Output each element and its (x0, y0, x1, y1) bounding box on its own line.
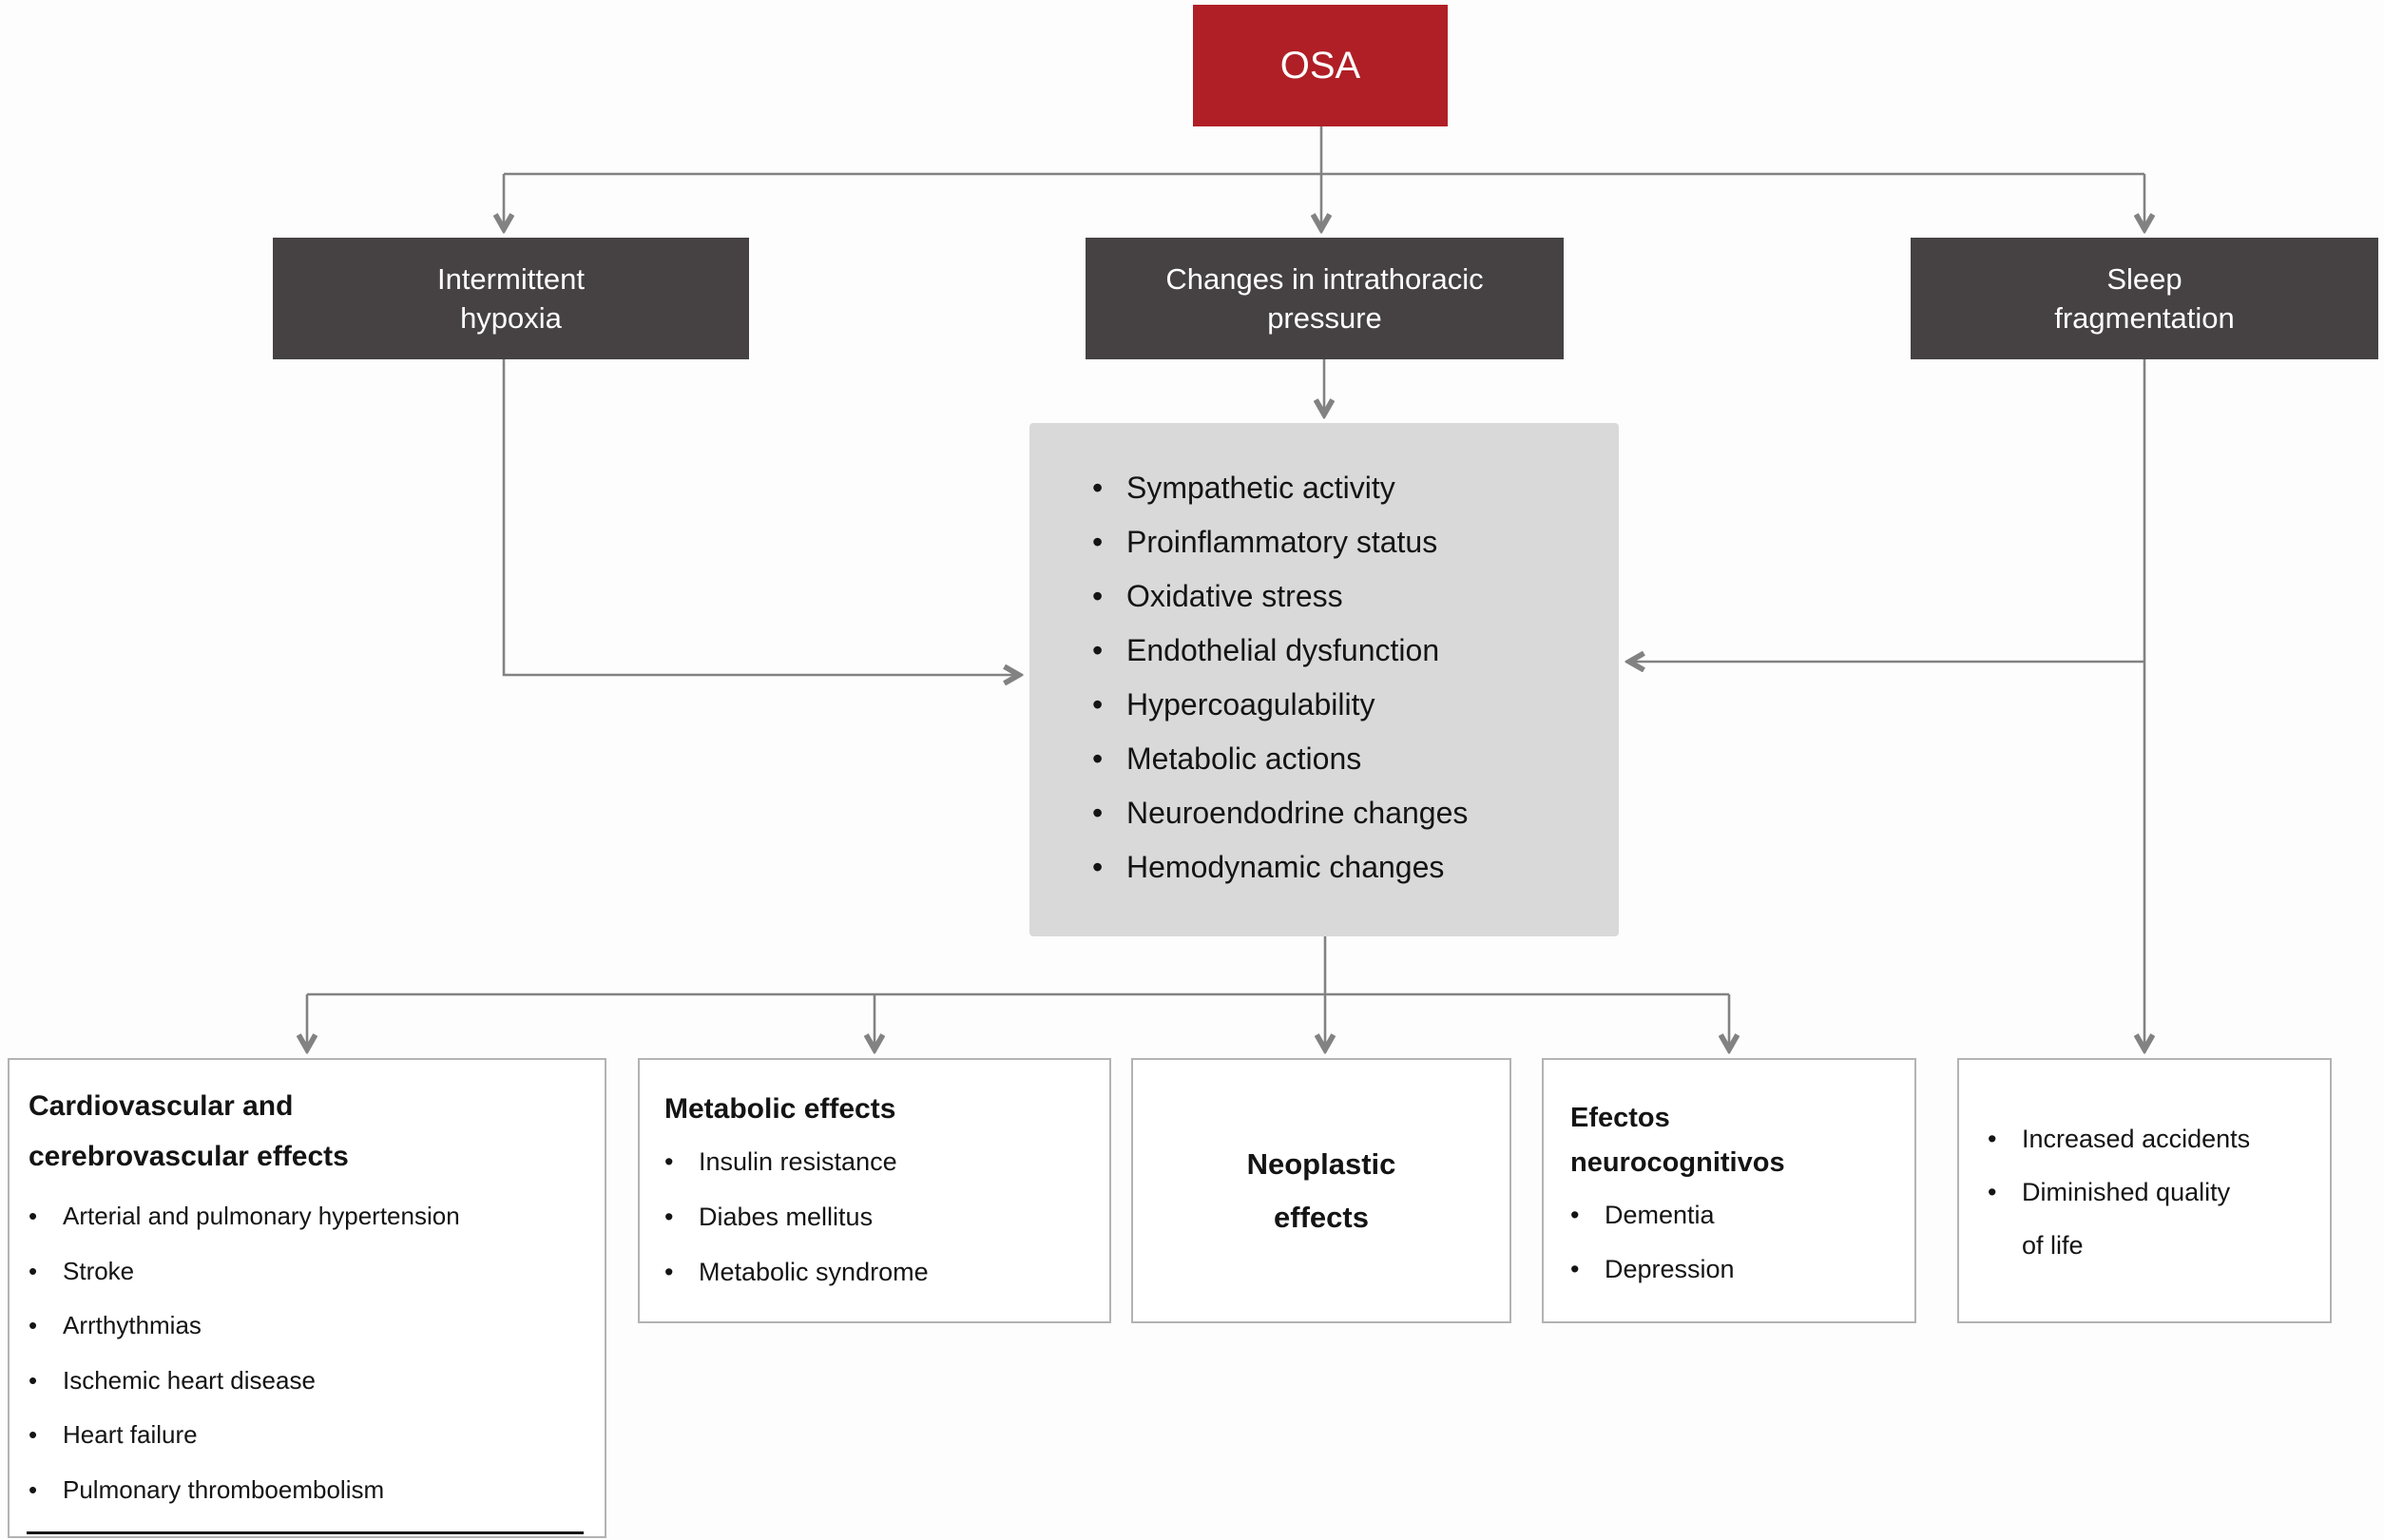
node-intrathoracic-pressure: Changes in intrathoracic pressure (1086, 238, 1564, 359)
node-neoplastic-effects: Neoplastic effects (1131, 1058, 1511, 1323)
list-item: Diabes mellitus (664, 1189, 1109, 1244)
list-item: Arrthythmias (29, 1299, 605, 1354)
list-item: Depression (1570, 1242, 1914, 1297)
quality-of-life-list: Increased accidents Diminished quality o… (1988, 1112, 2330, 1272)
list-item: Endothelial dysfunction (1092, 624, 1609, 678)
list-item: Metabolic syndrome (664, 1244, 1109, 1299)
node-mediators: Sympathetic activity Proinflammatory sta… (1029, 423, 1619, 936)
node-osa-label: OSA (1279, 44, 1361, 87)
node-intrathoracic-pressure-label: Changes in intrathoracic pressure (1165, 262, 1484, 335)
cardiovascular-list: Arterial and pulmonary hypertension Stro… (29, 1189, 605, 1517)
neoplastic-title: Neoplastic effects (1246, 1146, 1396, 1234)
list-item: Sympathetic activity (1092, 461, 1609, 515)
connector-hypoxia-to-mediators (502, 359, 1019, 675)
node-intermittent-hypoxia-label: Intermittent hypoxia (436, 262, 586, 335)
node-sleep-fragmentation: Sleep fragmentation (1911, 238, 2378, 359)
list-item: Arterial and pulmonary hypertension (29, 1189, 605, 1244)
list-item: Dementia (1570, 1188, 1914, 1242)
list-item: Metabolic actions (1092, 732, 1609, 786)
list-item: Ischemic heart disease (29, 1354, 605, 1409)
list-item: Hemodynamic changes (1092, 840, 1609, 895)
list-item: Neuroendodrine changes (1092, 786, 1609, 840)
node-osa: OSA (1193, 5, 1448, 126)
list-item: Oxidative stress (1092, 569, 1609, 624)
list-item: Pulmonary thromboembolism (29, 1463, 605, 1518)
node-sleep-fragmentation-label: Sleep fragmentation (2054, 262, 2235, 335)
metabolic-list: Insulin resistance Diabes mellitus Metab… (664, 1134, 1109, 1299)
list-item: Increased accidents (1988, 1112, 2317, 1165)
neurocognitive-title: Efectos neurocognitivos (1570, 1103, 1785, 1178)
list-item: Diminished quality of life (1988, 1165, 2317, 1272)
cardiovascular-title: Cardiovascular and cerebrovascular effec… (29, 1090, 349, 1172)
metabolic-title: Metabolic effects (664, 1093, 896, 1125)
node-metabolic-effects: Metabolic effects Insulin resistance Dia… (638, 1058, 1111, 1323)
list-item: Proinflammatory status (1092, 515, 1609, 569)
node-intermittent-hypoxia: Intermittent hypoxia (273, 238, 749, 359)
node-cardiovascular-effects: Cardiovascular and cerebrovascular effec… (8, 1058, 606, 1538)
list-item: Stroke (29, 1244, 605, 1299)
neurocognitive-list: Dementia Depression (1570, 1188, 1914, 1297)
node-neurocognitive-effects: Efectos neurocognitivos Dementia Depress… (1542, 1058, 1916, 1323)
list-item: Insulin resistance (664, 1134, 1109, 1189)
mediators-list: Sympathetic activity Proinflammatory sta… (1029, 423, 1619, 895)
list-item: Hypercoagulability (1092, 678, 1609, 732)
list-item: Heart failure (29, 1408, 605, 1463)
cardiovascular-bottom-rule (27, 1531, 584, 1534)
node-quality-of-life-effects: Increased accidents Diminished quality o… (1957, 1058, 2332, 1323)
